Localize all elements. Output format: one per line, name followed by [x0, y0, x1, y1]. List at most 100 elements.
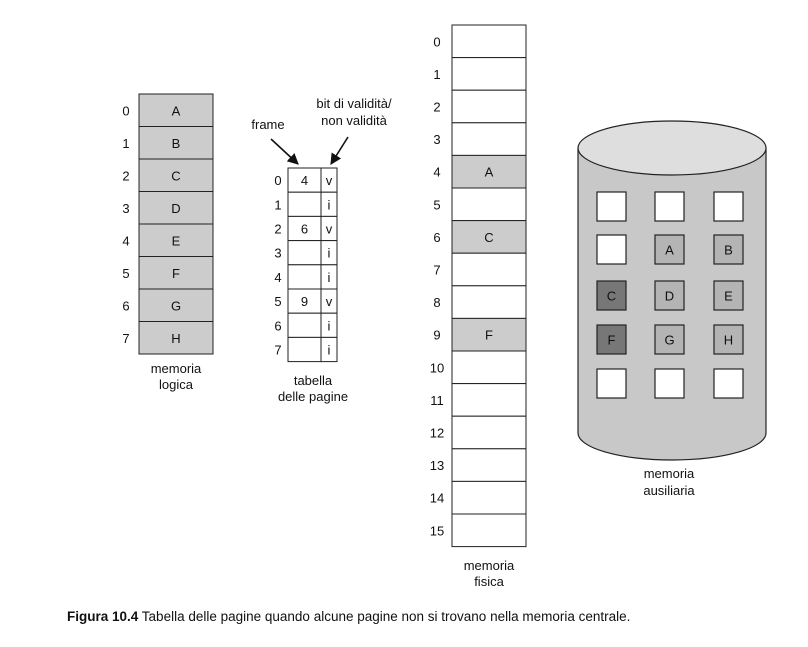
auxiliary-page-square: [713, 234, 744, 265]
logical-page-label: H: [171, 331, 180, 346]
valid-bit-arrow: [330, 136, 349, 165]
page-table-index: 2: [274, 222, 281, 237]
auxiliary-page-square: [654, 280, 685, 311]
figure-caption: Figura 10.4 Tabella delle pagine quando …: [67, 609, 797, 624]
page-table-valid-bit: i: [328, 270, 331, 285]
physical-frame-cell: [451, 57, 527, 91]
logical-page-cell: [138, 126, 214, 160]
logical-page-cell: [138, 191, 214, 225]
frame-index: 8: [433, 295, 440, 310]
logical-page-index: 4: [122, 233, 129, 248]
auxiliary-page-label: G: [664, 333, 674, 348]
physical-frame-cell: [451, 513, 527, 548]
logical-memory-label-line1: memoria: [151, 361, 202, 376]
frame-index: 3: [433, 132, 440, 147]
physical-frame-cell: [451, 350, 527, 385]
frame-index: 15: [430, 523, 444, 538]
logical-page-index: 3: [122, 201, 129, 216]
page-table-index: 6: [274, 318, 281, 333]
logical-memory-label-line2: logica: [159, 377, 194, 392]
auxiliary-page-square: [596, 234, 627, 265]
auxiliary-page-square: [596, 368, 627, 399]
physical-memory-label-line2: fisica: [474, 574, 504, 589]
frame-index: 0: [433, 34, 440, 49]
page-table-frame-cell: [287, 288, 322, 314]
auxiliary-page-square: [654, 191, 685, 222]
logical-page-index: 1: [122, 136, 129, 151]
auxiliary-page-square: [713, 280, 744, 311]
physical-frame-cell: [451, 187, 527, 222]
physical-frame-cell: [451, 220, 527, 254]
physical-frame-label: A: [485, 165, 494, 180]
frame-index: 4: [433, 165, 440, 180]
page-table-bit-cell: [320, 336, 338, 363]
physical-memory-label-line1: memoria: [464, 558, 515, 573]
physical-frame-cell: [451, 448, 527, 482]
auxiliary-page-label: A: [665, 243, 674, 258]
page-table-valid-bit: i: [328, 343, 331, 358]
logical-page-cell: [138, 256, 214, 290]
auxiliary-page-label: D: [665, 289, 674, 304]
frame-index: 12: [430, 426, 444, 441]
logical-page-label: C: [171, 168, 180, 183]
logical-page-label: A: [172, 103, 181, 118]
physical-frame-cell: [451, 252, 527, 287]
page-table-index: 5: [274, 294, 281, 309]
logical-page-label: G: [171, 298, 181, 313]
logical-page-cell: [138, 93, 214, 127]
physical-frame-label: F: [485, 328, 493, 343]
frame-index: 11: [430, 393, 444, 408]
page-table-valid-bit: v: [326, 173, 333, 188]
physical-frame-cell: [451, 415, 527, 450]
logical-page-label: F: [172, 266, 180, 281]
physical-frame-cell: [451, 480, 527, 515]
auxiliary-page-label: H: [724, 333, 733, 348]
physical-frame-cell: [451, 122, 527, 156]
auxiliary-page-label: C: [607, 289, 616, 304]
frame-index: 13: [430, 458, 444, 473]
page-table-frame-cell: [287, 336, 322, 363]
auxiliary-page-square: [596, 280, 627, 311]
auxiliary-page-square: [654, 368, 685, 399]
page-table-valid-bit: v: [326, 294, 333, 309]
page-table-frame-cell: [287, 264, 322, 290]
frame-index: 6: [433, 230, 440, 245]
physical-frame-cell: [451, 154, 527, 189]
physical-frame-cell: [451, 24, 527, 59]
page-table-index: 4: [274, 270, 281, 285]
page-table-index: 1: [274, 197, 281, 212]
frame-label: frame: [251, 117, 284, 132]
auxiliary-page-square: [596, 191, 627, 222]
cylinder-top: [577, 120, 767, 176]
page-table-index: 7: [274, 343, 281, 358]
frame-index: 14: [430, 491, 444, 506]
physical-frame-cell: [451, 317, 527, 352]
physical-frame-cell: [451, 89, 527, 124]
auxiliary-page-square: [713, 324, 744, 355]
logical-page-index: 7: [122, 331, 129, 346]
physical-frame-cell: [451, 285, 527, 319]
logical-page-index: 2: [122, 168, 129, 183]
auxiliary-memory-label-line1: memoria: [644, 466, 695, 481]
logical-page-index: 5: [122, 266, 129, 281]
figure-number: Figura 10.4: [67, 609, 139, 624]
physical-frame-cell: [451, 383, 527, 417]
page-table-frame-value: 6: [301, 222, 308, 237]
logical-page-index: 0: [122, 103, 129, 118]
physical-frame-label: C: [484, 230, 493, 245]
auxiliary-page-label: E: [724, 289, 733, 304]
auxiliary-page-square: [713, 191, 744, 222]
page-table-index: 3: [274, 246, 281, 261]
logical-page-index: 6: [122, 298, 129, 313]
figure-caption-text: Tabella delle pagine quando alcune pagin…: [141, 609, 631, 624]
frame-index: 2: [433, 100, 440, 115]
page-table-frame-value: 9: [301, 294, 308, 309]
frame-index: 7: [433, 263, 440, 278]
page-table-label-line2: delle pagine: [278, 389, 348, 404]
page-table-frame-cell: [287, 240, 322, 266]
